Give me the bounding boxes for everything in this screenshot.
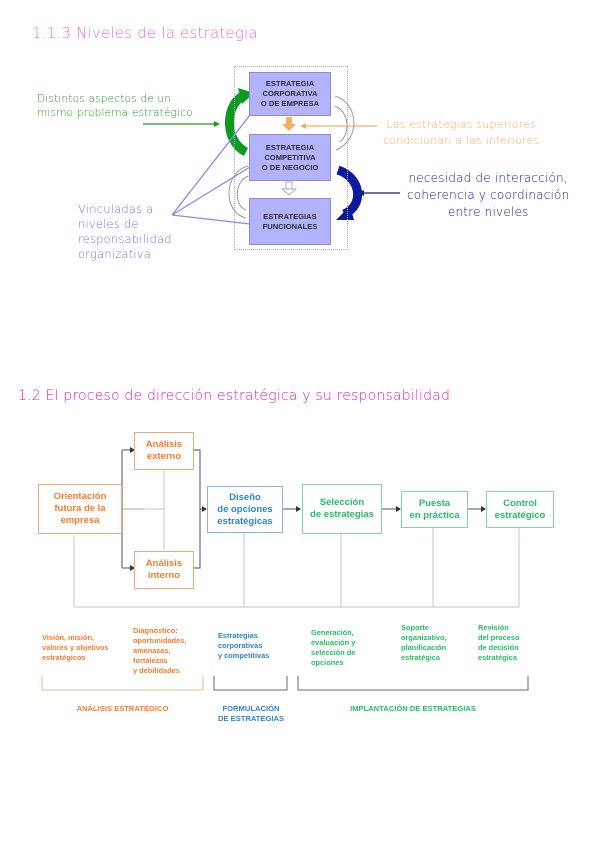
box-analisis-externo: Análisis externo [134,432,194,470]
desc-diagnostico: Diagnóstico: oportunidades, amenazas, fo… [133,626,187,675]
level-box-corporativa: ESTRATEGIA CORPORATIVA O DE EMPRESA [249,72,331,116]
violet-link-line [171,166,251,216]
desc-generacion: Generación, evaluación y selección de op… [311,628,356,667]
grey-cycle-arrow-right-icon [334,95,355,151]
desc-revision: Revisión del proceso de decisión estraté… [478,623,520,662]
note-estrategias-superiores: Las estrategias superiores condicionan a… [383,118,540,147]
note-distintos-aspectos: Distintos aspectos de un mismo problema … [37,93,193,119]
connector-merge [193,449,201,569]
phase-formulacion: FORMULACIÓN DE ESTRATEGIAS [217,704,285,723]
box-seleccion-estrategias: Selección de estrategias [302,484,382,534]
box-diseno-opciones: Diseño de opciones estratégicas [207,486,283,533]
section-heading-niveles: 1.1.3 Niveles de la estrategia [32,24,258,42]
bracket-implantacion [297,676,529,691]
box-analisis-interno: Análisis interno [134,551,194,589]
desc-soporte: Soporte organizativo, planificación estr… [401,623,447,662]
violet-link-line [171,114,251,216]
box-control-estrategico: Control estratégico [486,491,554,528]
bracket-formulacion [213,676,288,691]
violet-link-line [171,214,251,225]
box-puesta-practica: Puesta en práctica [401,491,468,528]
desc-estrategias: Estrategias corporativas y competitivas [218,631,270,660]
note-vinculadas: Vinculadas a niveles de responsabilidad … [78,202,172,261]
note-necesidad-interaccion: necesidad de interacción, coherencia y c… [407,171,570,219]
section-heading-proceso: 1.2 El proceso de dirección estratégica … [18,388,451,404]
bracket-analisis [41,676,204,691]
phase-implantacion: IMPLANTACIÓN DE ESTRATEGIAS [350,704,476,713]
grey-cycle-arrow-left-icon [228,165,249,219]
desc-vision: Visión, misión, valores y objetivos estr… [42,633,109,662]
phase-analisis-estrategico: ANÁLISIS ESTRATÉGICO [76,704,169,713]
level-box-competitiva: ESTRATEGIA COMPETITIVA O DE NEGOCIO [249,134,331,181]
levels-frame [234,66,348,250]
level-box-funcionales: ESTRATEGIAS FUNCIONALES [249,198,331,245]
levels-diagram-graphics [143,88,400,225]
navy-arrowhead-icon [336,206,354,220]
box-orientacion-futura: Orientación futura de la empresa [38,484,122,534]
orange-down-arrow-icon [286,117,292,125]
